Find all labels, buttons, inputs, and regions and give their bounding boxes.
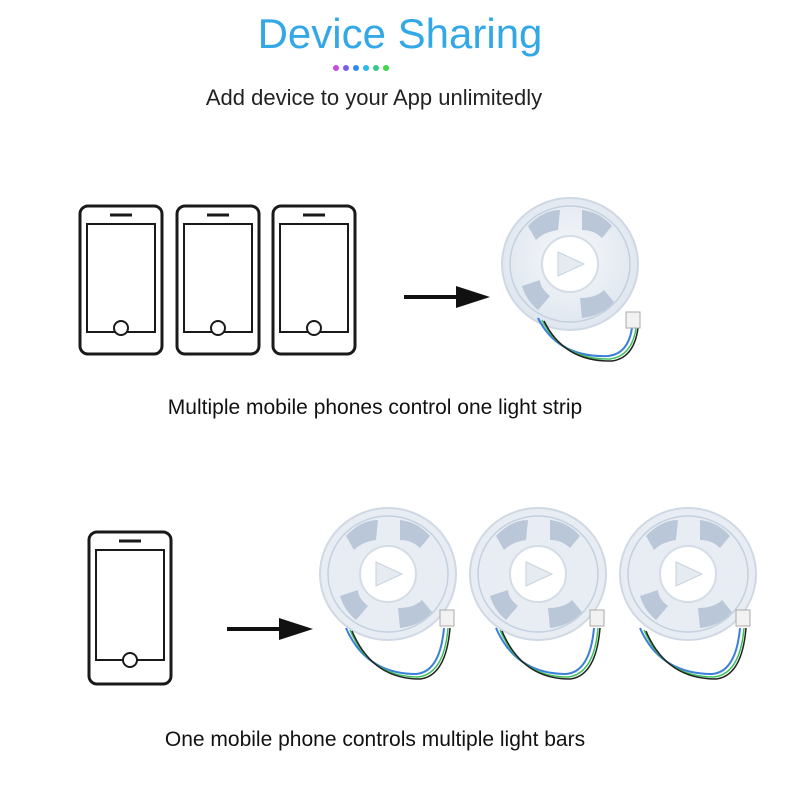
page-subtitle: Add device to your App unlimitedly bbox=[205, 85, 543, 110]
arrow-right-icon bbox=[225, 614, 315, 644]
caption-section-2: One mobile phone controls multiple light… bbox=[164, 728, 586, 751]
dot-icon bbox=[343, 65, 349, 71]
decorative-dots bbox=[333, 65, 389, 73]
page-title: Device Sharing bbox=[257, 10, 543, 57]
arrow-right-icon bbox=[402, 282, 492, 312]
dot-icon bbox=[363, 65, 369, 71]
dot-icon bbox=[333, 65, 339, 71]
smartphone-icon bbox=[87, 530, 173, 686]
led-strip-reel-icon bbox=[498, 188, 648, 373]
led-strip-reel-icon bbox=[466, 498, 616, 686]
smartphone-icon bbox=[271, 204, 357, 356]
caption-section-1: Multiple mobile phones control one light… bbox=[167, 396, 583, 419]
smartphone-icon bbox=[78, 204, 164, 356]
dot-icon bbox=[383, 65, 389, 71]
led-strip-reel-icon bbox=[616, 498, 766, 686]
dot-icon bbox=[353, 65, 359, 71]
dot-icon bbox=[373, 65, 379, 71]
smartphone-icon bbox=[175, 204, 261, 356]
led-strip-reel-icon bbox=[316, 498, 466, 686]
